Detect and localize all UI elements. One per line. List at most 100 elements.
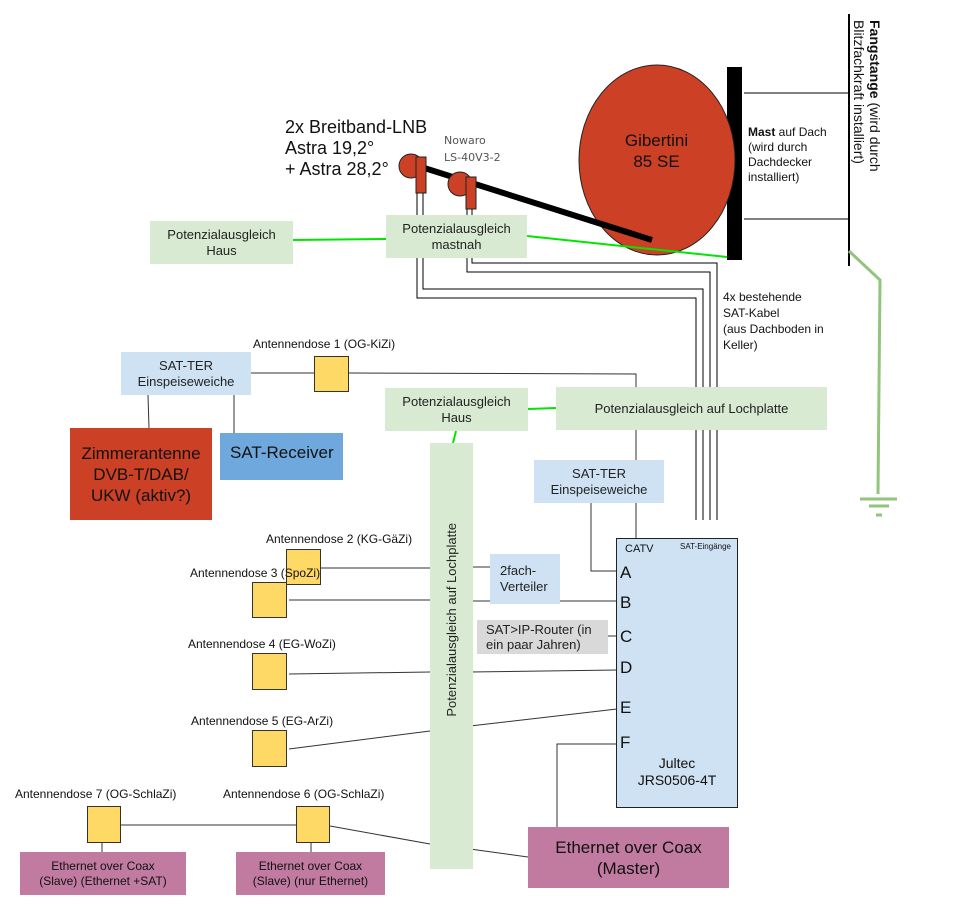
cables-note-line-3: (aus Dachboden in	[723, 322, 824, 336]
potential-mast-line-2: mastnah	[431, 236, 482, 252]
eoc-master-line-1: Ethernet over Coax	[555, 837, 702, 857]
port-d: D	[620, 658, 633, 677]
sat-receiver: SAT-Receiver	[220, 433, 343, 480]
zimmerantenne-line-1: Zimmerantenne	[81, 443, 201, 463]
potential-house-mid-line-1: Potenzialausgleich	[402, 393, 511, 409]
lightning-label-line-1: Fangstange (wird durch	[867, 20, 883, 172]
dish-model: 85 SE	[633, 152, 680, 171]
port-b: B	[620, 593, 632, 612]
socket-7-label: Antennendose 7 (OG-SchlaZi)	[15, 787, 177, 801]
lnb-holder-label: Nowaro LS-40V3-2	[444, 132, 501, 166]
socket-3-label: Antennendose 3 (SpoZi)	[190, 566, 321, 580]
potential-mast-line-1: Potenzialausgleich	[402, 220, 511, 236]
sat-inputs-label: SAT-Eingänge	[680, 542, 731, 551]
lightning-label-bold: Fangstange	[867, 20, 883, 99]
eoc-slave-7-line-1: Ethernet over Coax	[51, 859, 155, 874]
lnb-title-line-2: Astra 19,2°	[285, 138, 375, 158]
potential-lochplatte: Potenzialausgleich auf Lochplatte	[556, 387, 827, 430]
lnb-2-body	[465, 176, 477, 210]
dish-label: Gibertini 85 SE	[600, 130, 713, 172]
potential-lochplatte-vertical: Potenzialausgleich auf Lochplatte	[430, 443, 473, 869]
eoc-slave-6-line-2: (Slave) (nur Ethernet)	[252, 873, 369, 888]
potential-lochplatte-label: Potenzialausgleich auf Lochplatte	[594, 400, 789, 416]
socket-2-label: Antennendose 2 (KG-GäZi)	[266, 532, 413, 546]
mast-label-rest: auf Dach	[775, 125, 827, 139]
mast-label-line-2: (wird durch	[748, 140, 808, 154]
port-f: F	[620, 733, 631, 752]
cables-note: 4x bestehende SAT-Kabel (aus Dachboden i…	[723, 289, 824, 353]
eoc-slave-6: Ethernet over Coax(Slave) (nur Ethernet)	[236, 852, 385, 895]
mast-label-line-4: installiert)	[748, 170, 800, 184]
sat-receiver-label: SAT-Receiver	[230, 443, 334, 462]
socket-3	[252, 582, 287, 618]
eoc-slave-7-line-2: (Slave) (Ethernet +SAT)	[39, 873, 167, 888]
einspeise-center-line-1: SAT-TER	[572, 465, 626, 481]
potential-house-mid-line-2: Haus	[441, 409, 472, 425]
lnb-title-line-3: + Astra 28,2°	[285, 159, 389, 179]
port-e: E	[620, 698, 632, 717]
coax-lines	[101, 372, 637, 858]
splitter-line-1: 2fach-	[500, 563, 537, 579]
lnb-title-line-1: 2x Breitband-LNB	[285, 117, 428, 137]
socket-1-label: Antennendose 1 (OG-KiZi)	[253, 337, 396, 351]
zimmerantenne-line-3: UKW (aktiv?)	[90, 485, 192, 505]
eoc-master: Ethernet over Coax(Master)	[528, 827, 729, 888]
socket-7	[87, 806, 121, 843]
eoc-slave-7: Ethernet over Coax(Slave) (Ethernet +SAT…	[20, 852, 186, 895]
lnb-title: 2x Breitband-LNB Astra 19,2° + Astra 28,…	[285, 117, 427, 180]
multiswitch-brand: Jultec	[658, 755, 696, 771]
socket-6-label: Antennendose 6 (OG-SchlaZi)	[223, 787, 385, 801]
lnb-1-body	[415, 156, 427, 194]
einspeise-left-line-1: SAT-TER	[159, 357, 213, 373]
potential-house-top-line-1: Potenzialausgleich	[167, 226, 276, 242]
socket-1	[314, 356, 349, 392]
socket-2	[286, 549, 321, 585]
socket-4-label: Antennendose 4 (EG-WoZi)	[188, 637, 336, 651]
mast-label: Mast auf Dach (wird durch Dachdecker ins…	[748, 125, 827, 185]
cables-note-line-1: 4x bestehende	[723, 290, 802, 304]
potential-lochplatte-vertical-label: Potenzialausgleich auf Lochplatte	[443, 523, 459, 717]
multiswitch-model: JRS0506-4T	[637, 772, 717, 788]
cables-note-line-4: Keller)	[723, 338, 758, 352]
socket-6	[296, 806, 330, 843]
potential-house-top-line-2: Haus	[206, 242, 237, 258]
zimmerantenne-line-2: DVB-T/DAB/	[93, 464, 189, 484]
einspeise-center-line-2: Einspeiseweiche	[550, 481, 648, 497]
mast-label-bold: Mast	[748, 125, 776, 139]
router-line-2: ein paar Jahren)	[486, 637, 581, 652]
multiswitch-name: Jultec JRS0506-4T	[616, 755, 738, 789]
mast-label-line-1: Mast auf Dach	[748, 125, 827, 140]
socket-4	[252, 653, 287, 690]
catv-input-label: CATV	[625, 543, 654, 555]
lightning-label-rest: (wird durch	[867, 98, 883, 172]
holder-brand: Nowaro	[444, 134, 486, 147]
port-a: A	[620, 563, 632, 582]
eoc-master-line-2: (Master)	[596, 858, 661, 878]
einspeise-left-line-2: Einspeiseweiche	[137, 373, 235, 389]
socket-5-label: Antennendose 5 (EG-ArZi)	[191, 714, 334, 728]
ground-symbol-icon	[860, 497, 897, 517]
mast-label-line-3: Dachdecker	[748, 155, 813, 169]
multiswitch	[616, 538, 738, 808]
eoc-slave-6-line-1: Ethernet over Coax	[258, 859, 363, 874]
cables-note-line-2: SAT-Kabel	[723, 306, 780, 320]
port-c: C	[620, 627, 633, 646]
dish-brand: Gibertini	[624, 131, 689, 150]
holder-model: LS-40V3-2	[444, 151, 501, 164]
router-line-1: SAT>IP-Router (in	[486, 622, 592, 637]
splitter-line-2: Verteiler	[500, 579, 548, 594]
lightning-rod-label: Fangstange (wird durch Blitzfachkraft in…	[851, 20, 883, 172]
satellite-dish	[578, 64, 736, 256]
socket-5	[252, 730, 287, 767]
splitter: 2fach-Verteiler	[490, 554, 560, 604]
lightning-label-line-2: Blitzfachkraft installiert)	[851, 20, 867, 164]
bonding-wires	[292, 235, 728, 444]
earth-wire	[847, 249, 882, 495]
